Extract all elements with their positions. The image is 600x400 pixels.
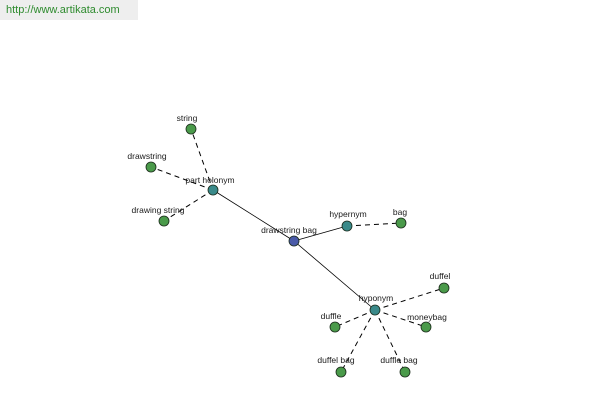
graph-labels: drawstring bag part holonym hypernym hypony…	[127, 113, 450, 365]
node-label-string: string	[177, 113, 198, 123]
edge-drawstring-bag-to-part-holonym	[212, 189, 295, 242]
edge-hyponym-to-duffle-bag	[374, 309, 406, 373]
node-label-drawstring-bag: drawstring bag	[261, 225, 317, 235]
graph-edges	[150, 128, 445, 373]
node-hypernym[interactable]	[341, 220, 353, 232]
node-part-holonym[interactable]	[207, 184, 219, 196]
node-duffel-bag[interactable]	[335, 366, 347, 378]
node-label-bag: bag	[393, 207, 407, 217]
node-hyponym[interactable]	[369, 304, 381, 316]
edge-part-holonym-to-string	[190, 128, 214, 191]
node-duffle-bag[interactable]	[399, 366, 411, 378]
edge-hypernym-to-bag	[346, 222, 402, 227]
node-label-duffle: duffle	[321, 311, 342, 321]
node-duffel[interactable]	[438, 282, 450, 294]
node-label-hypernym: hypernym	[329, 209, 366, 219]
edge-hyponym-to-duffle	[334, 309, 376, 328]
node-drawstring[interactable]	[145, 161, 157, 173]
graph-nodes	[145, 123, 450, 378]
node-string[interactable]	[185, 123, 197, 135]
node-label-duffel-bag: duffel bag	[317, 355, 354, 365]
node-label-part-holonym: part holonym	[185, 175, 234, 185]
node-duffle[interactable]	[329, 321, 341, 333]
node-label-drawstring: drawstring	[127, 151, 166, 161]
node-drawstring-bag[interactable]	[288, 235, 300, 247]
node-moneybag[interactable]	[420, 321, 432, 333]
edge-part-holonym-to-drawing-string	[163, 189, 214, 222]
site-url-link[interactable]: http://www.artikata.com	[0, 0, 138, 20]
node-bag[interactable]	[395, 217, 407, 229]
node-label-moneybag: moneybag	[407, 312, 447, 322]
edge-part-holonym-to-drawstring	[150, 166, 214, 191]
node-drawing-string[interactable]	[158, 215, 170, 227]
node-label-duffel: duffel	[430, 271, 451, 281]
edge-hyponym-to-duffel-bag	[340, 309, 376, 373]
node-label-drawing-string: drawing string	[132, 205, 185, 215]
node-label-duffle-bag: duffle bag	[380, 355, 417, 365]
node-label-hyponym: hyponym	[359, 293, 394, 303]
edge-drawstring-bag-to-hyponym	[293, 240, 376, 311]
edge-hyponym-to-duffel	[374, 287, 445, 311]
edge-drawstring-bag-to-hypernym	[293, 225, 348, 242]
